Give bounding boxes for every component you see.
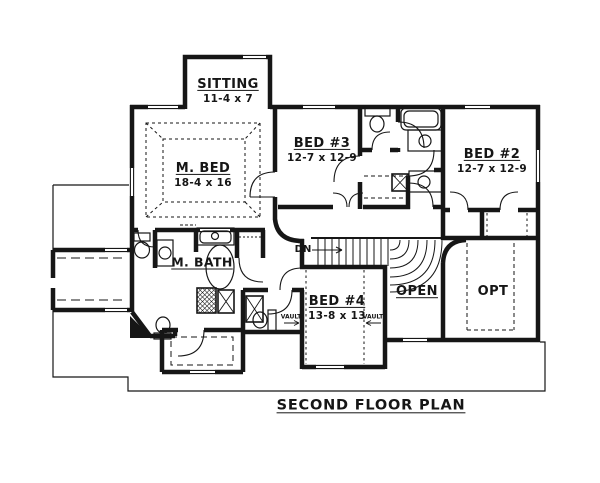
toilet-master-wc [133, 232, 151, 259]
linen-box-a [217, 289, 235, 314]
room-dims: 18-4 x 16 [174, 176, 232, 189]
linen-box-hall-bath [391, 173, 409, 192]
opt-dashed [466, 243, 515, 331]
garden-tub [205, 244, 235, 290]
toilet-hall-bath [364, 107, 391, 133]
plan-title-text: SECOND FLOOR PLAN [276, 397, 466, 414]
windows [105, 54, 541, 375]
staircase [312, 239, 443, 293]
plan-title: SECOND FLOOR PLAN [277, 397, 466, 414]
room-dims: 11-4 x 7 [202, 92, 254, 105]
room-label-bed-2: BED #2 12-7 x 12-9 [457, 147, 527, 175]
label-vault-right: VAULT [363, 313, 384, 320]
vault-text: VAULT [280, 313, 302, 321]
garden-tub-deck [196, 227, 235, 246]
room-label-bed-4: BED #4 13-8 x 13 [308, 294, 366, 322]
area-name: OPEN [396, 284, 438, 300]
room-name: SITTING [197, 76, 259, 92]
wall-chamfer-fill [130, 316, 152, 338]
room-dims: 12-7 x 12-9 [457, 162, 527, 175]
room-dims: 12-7 x 12-9 [287, 151, 357, 164]
room-name: M. BATH [171, 254, 233, 270]
roof-ridge-dashed [57, 257, 127, 301]
vault-arrows [284, 320, 381, 326]
rooflines [52, 184, 546, 392]
room-dims: 13-8 x 13 [308, 309, 366, 322]
vault-text: VAULT [362, 313, 384, 321]
door-arcs [137, 121, 519, 357]
room-name: BED #4 [308, 293, 366, 309]
label-optional-area: OPT [478, 284, 509, 300]
room-name: BED #2 [463, 146, 521, 162]
shower [196, 287, 217, 314]
bed2-closet-dashed [486, 213, 528, 236]
down-text: DN [294, 244, 312, 255]
tray-ceiling [145, 122, 261, 218]
down-arrow [312, 246, 343, 254]
wic-dashed [170, 336, 234, 366]
room-label-sitting: SITTING 11-4 x 7 [197, 77, 258, 105]
label-open-to-below: OPEN [396, 284, 438, 300]
room-name: BED #3 [293, 135, 351, 151]
toilet-second-wc [252, 309, 277, 332]
label-vault-left: VAULT [281, 313, 302, 320]
room-label-master-bed: M. BED 18-4 x 16 [174, 161, 232, 189]
toilet-lower-wc [153, 316, 172, 340]
vanity-hall-bath-2 [408, 170, 444, 193]
sink-hall-bath [407, 129, 444, 152]
label-stairs-down: DN [295, 244, 312, 256]
room-label-bed-3: BED #3 12-7 x 12-9 [287, 136, 357, 164]
linen-box-b [245, 295, 264, 323]
tub-hall-bath [400, 107, 442, 131]
vault-lines [305, 270, 365, 364]
room-name: M. BED [175, 160, 231, 176]
sink-master-bath [156, 239, 174, 267]
walls [50, 54, 541, 375]
dashed-lines [57, 122, 528, 366]
fixtures [133, 107, 444, 340]
room-label-master-bath: M. BATH [171, 255, 233, 270]
area-name: OPT [477, 284, 509, 300]
